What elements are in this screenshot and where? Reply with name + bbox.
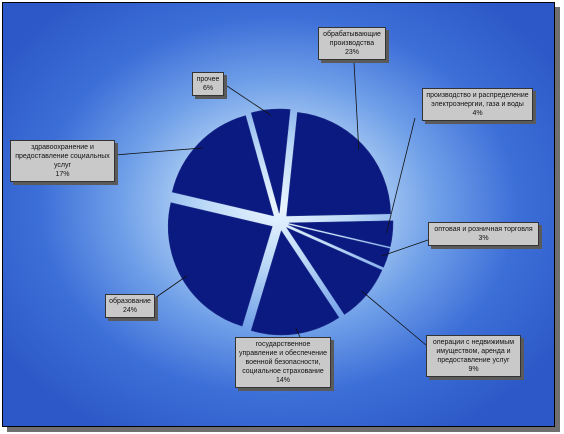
leader-line-public-admin <box>295 327 301 338</box>
label-other-name: прочее <box>196 76 220 83</box>
label-public-admin-name: государственное управление и обеспечение… <box>239 341 327 375</box>
pie-slice-trade <box>288 224 391 268</box>
leader-line-healthcare <box>114 147 203 156</box>
leader-line-education <box>154 275 188 299</box>
label-public-admin: государственное управление и обеспечение… <box>235 337 331 388</box>
label-manufacturing-value: 23% <box>344 49 359 56</box>
leader-line-real-estate <box>361 290 427 346</box>
label-trade-name: оптовая и розничная торговля <box>434 226 533 233</box>
pie-slice-public-admin <box>250 230 340 336</box>
label-real-estate: операции с недвижимым имуществом, аренда… <box>426 335 521 377</box>
label-healthcare-name: здравоохранение и предоставление социаль… <box>15 144 110 169</box>
label-public-admin-value: 14% <box>275 377 290 384</box>
label-trade-value: 3% <box>478 235 489 242</box>
label-other-value: 6% <box>202 85 214 92</box>
pie-slice-education <box>167 202 273 327</box>
label-energy-name: производство и распределение электроэнер… <box>426 92 529 108</box>
pie-slice-energy <box>288 220 394 248</box>
leader-line-other <box>223 83 272 116</box>
pie-slice-other <box>250 108 291 214</box>
label-healthcare: здравоохранение и предоставление социаль… <box>10 140 115 182</box>
label-real-estate-value: 9% <box>468 366 479 373</box>
label-manufacturing: обрабатывающие производства 23% <box>318 27 386 60</box>
leader-line-energy <box>386 117 416 234</box>
leader-line-manufacturing <box>353 61 360 150</box>
label-other: прочее 6% <box>192 72 224 96</box>
label-education-value: 24% <box>122 307 137 314</box>
pie-slice-healthcare <box>171 115 274 217</box>
label-healthcare-value: 17% <box>55 171 70 178</box>
label-real-estate-name: операции с недвижимым имуществом, аренда… <box>432 339 515 364</box>
label-energy: производство и распределение электроэнер… <box>422 88 533 121</box>
label-trade: оптовая и розничная торговля 3% <box>428 222 539 246</box>
label-manufacturing-name: обрабатывающие производства <box>323 31 381 47</box>
label-energy-value: 4% <box>472 110 483 117</box>
label-education-name: образование <box>109 298 151 305</box>
pie-slice-manufacturing <box>286 112 391 217</box>
leader-line-trade <box>381 239 429 257</box>
label-education: образование 24% <box>105 294 155 318</box>
